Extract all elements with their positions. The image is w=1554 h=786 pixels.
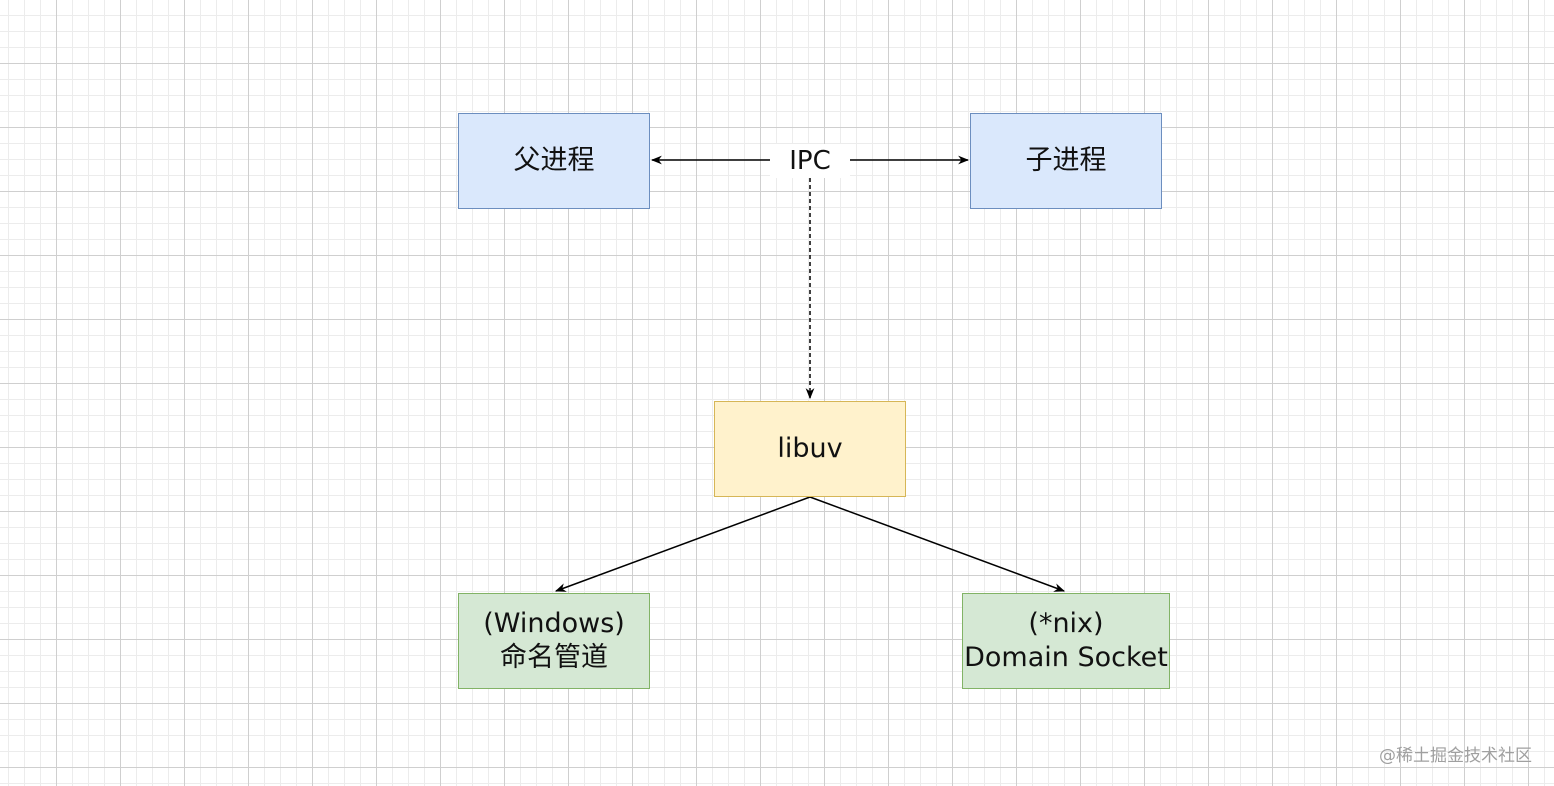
domain-socket-label: Domain Socket	[964, 642, 1168, 673]
edge-libuv-to-unix	[809, 496, 1066, 592]
unix-domain-socket-node[interactable]: (*nix) Domain Socket	[962, 593, 1170, 689]
libuv-node[interactable]: libuv	[714, 401, 906, 497]
edge-libuv-to-windows	[554, 496, 811, 592]
libuv-label: libuv	[777, 433, 843, 464]
parent-process-label: 父进程	[513, 145, 595, 176]
watermark: @稀土掘金技术社区	[1379, 746, 1532, 766]
ipc-edge-label: IPC	[770, 144, 850, 178]
parent-process-node[interactable]: 父进程	[458, 113, 650, 209]
windows-named-pipe-node[interactable]: (Windows) 命名管道	[458, 593, 650, 689]
child-process-node[interactable]: 子进程	[970, 113, 1162, 209]
windows-platform-label: (Windows)	[483, 608, 625, 639]
unix-platform-label: (*nix)	[1028, 608, 1104, 639]
child-process-label: 子进程	[1025, 145, 1107, 176]
named-pipe-label: 命名管道	[500, 642, 608, 673]
